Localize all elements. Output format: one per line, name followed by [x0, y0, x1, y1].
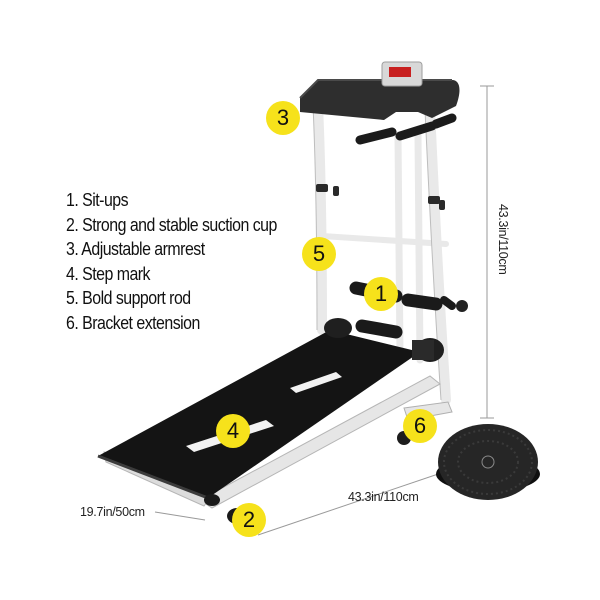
monitor	[381, 61, 423, 87]
callout-badge-support-rod: 5	[302, 237, 336, 271]
callout-badge-bracket: 6	[403, 409, 437, 443]
side-rail	[199, 375, 441, 509]
callout-badge-suction-cup: 2	[232, 503, 266, 537]
length-dimension-label: 43.3in/110cm	[348, 490, 419, 504]
feature-list: 1. Sit-ups 2. Strong and stable suction …	[66, 188, 311, 336]
callout-badge-situps: 1	[364, 277, 398, 311]
twist-disc	[436, 424, 540, 500]
dimension-lines	[154, 85, 494, 536]
feature-item: 1. Sit-ups	[66, 189, 129, 210]
feature-item: 3. Adjustable armrest	[66, 238, 205, 260]
callout-badge-step-mark: 4	[216, 414, 250, 448]
feature-item: 6. Bracket extension	[66, 311, 200, 333]
running-belt	[98, 330, 420, 498]
height-collars	[316, 184, 445, 210]
length-dimension-line	[257, 469, 451, 536]
front-roller	[324, 318, 444, 362]
height-dimension-label: 43.3in/110cm	[496, 204, 510, 275]
feature-item: 2. Strong and stable suction cup	[66, 213, 277, 235]
feature-item: 4. Step mark	[66, 262, 151, 284]
armrest-handles	[355, 113, 457, 145]
feature-item: 5. Bold support rod	[66, 287, 191, 309]
width-dimension-line	[154, 511, 206, 521]
callout-badge-armrest: 3	[266, 101, 300, 135]
console-tray	[300, 80, 460, 120]
width-dimension-label: 19.7in/50cm	[80, 505, 145, 519]
